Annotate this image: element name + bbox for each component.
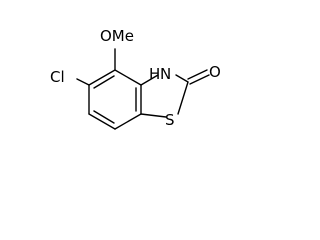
nitrogen-label: N	[160, 65, 171, 83]
amine-h-label: H	[149, 65, 160, 83]
bond-inner-c4-c5	[93, 75, 115, 89]
bond-c2-o-1	[187, 69, 208, 80]
bond-c6-c7	[88, 113, 116, 130]
structure-canvas: OMe Cl H N O S	[0, 0, 249, 153]
chloro-label: Cl	[50, 68, 65, 86]
bond-c2-o-2	[189, 74, 210, 85]
bond-c3a-n	[140, 74, 159, 86]
bond-c2-s	[177, 81, 189, 115]
benzothiazolone-structure: OMe Cl H N O S	[50, 27, 221, 130]
bond-c7-c7a	[114, 113, 142, 130]
bond-c3a-c4	[114, 69, 142, 86]
bond-n-c2	[175, 74, 189, 83]
bond-inner-c6-c7	[93, 110, 115, 124]
methoxy-label: OMe	[100, 27, 134, 45]
carbonyl-oxygen-label: O	[209, 63, 221, 81]
sulfur-label: S	[165, 111, 175, 129]
bond-s-c7a	[140, 113, 167, 118]
bond-c4-c5	[88, 69, 116, 86]
bond-c5-cl	[76, 78, 90, 86]
